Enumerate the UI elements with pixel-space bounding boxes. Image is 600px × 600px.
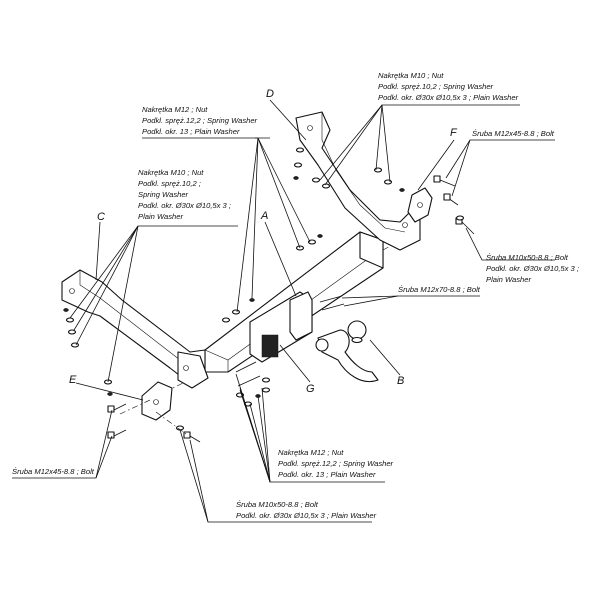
letter-b: B xyxy=(397,375,404,387)
label-left-2: Podkl. spręż.10,2 ; xyxy=(138,179,201,188)
label-left-1: Nakrętka M10 ; Nut xyxy=(138,168,204,177)
label-top-center-3: Podkl. okr. 13 ; Plain Washer xyxy=(142,127,240,136)
letter-a: A xyxy=(260,210,268,222)
label-top-right-1: Nakrętka M10 ; Nut xyxy=(378,71,444,80)
label-bolt-center: Śruba M12x70-8.8 ; Bolt xyxy=(398,285,481,294)
part-letters: C D F A E B G xyxy=(69,88,458,395)
letter-g: G xyxy=(306,383,315,395)
towball-assembly-b xyxy=(249,291,379,382)
label-bolt-bottom-left: Śruba M12x45-8.8 ; Bolt xyxy=(12,467,95,476)
label-left-4: Podkl. okr. Ø30x Ø10,5x 3 ; xyxy=(138,201,231,210)
label-bottom-center-1: Nakrętka M12 ; Nut xyxy=(278,448,344,457)
bracket-e xyxy=(141,381,173,421)
label-bolt-right-1: Śruba M10x50-8.8 ; Bolt xyxy=(486,253,569,262)
left-bracket-c xyxy=(61,269,209,389)
label-top-right-3: Podkl. okr. Ø30x Ø10,5x 3 ; Plain Washer xyxy=(378,93,519,102)
bracket-f xyxy=(407,187,433,223)
label-top-center-1: Nakrętka M12 ; Nut xyxy=(142,105,208,114)
label-left-3: Spring Washer xyxy=(138,190,189,199)
label-bottom-1: Śruba M10x50-8.8 ; Bolt xyxy=(236,500,319,509)
letter-c: C xyxy=(97,211,105,223)
letter-e: E xyxy=(69,374,77,386)
label-bolt-right-2: Podkl. okr. Ø30x Ø10,5x 3 ; xyxy=(486,264,579,273)
callout-labels: Nakrętka M10 ; Nut Podkl. spręż.10,2 ; S… xyxy=(12,71,579,520)
label-left-5: Plain Washer xyxy=(138,212,183,221)
label-bottom-2: Podkl. okr. Ø30x Ø10,5x 3 ; Plain Washer xyxy=(236,511,377,520)
label-bottom-center-2: Podkl. spręż.12,2 ; Spring Washer xyxy=(278,459,394,468)
label-top-right-2: Podkl. spręż.10,2 ; Spring Washer xyxy=(378,82,494,91)
label-bottom-center-3: Podkl. okr. 13 ; Plain Washer xyxy=(278,470,376,479)
letter-d: D xyxy=(266,88,274,100)
label-bolt-right-3: Plain Washer xyxy=(486,275,531,284)
label-top-center-2: Podkl. spręż.12,2 ; Spring Washer xyxy=(142,116,258,125)
label-bolt-f: Śruba M12x45-8.8 ; Bolt xyxy=(472,129,555,138)
leader-lines xyxy=(12,99,555,523)
letter-f: F xyxy=(450,127,458,139)
